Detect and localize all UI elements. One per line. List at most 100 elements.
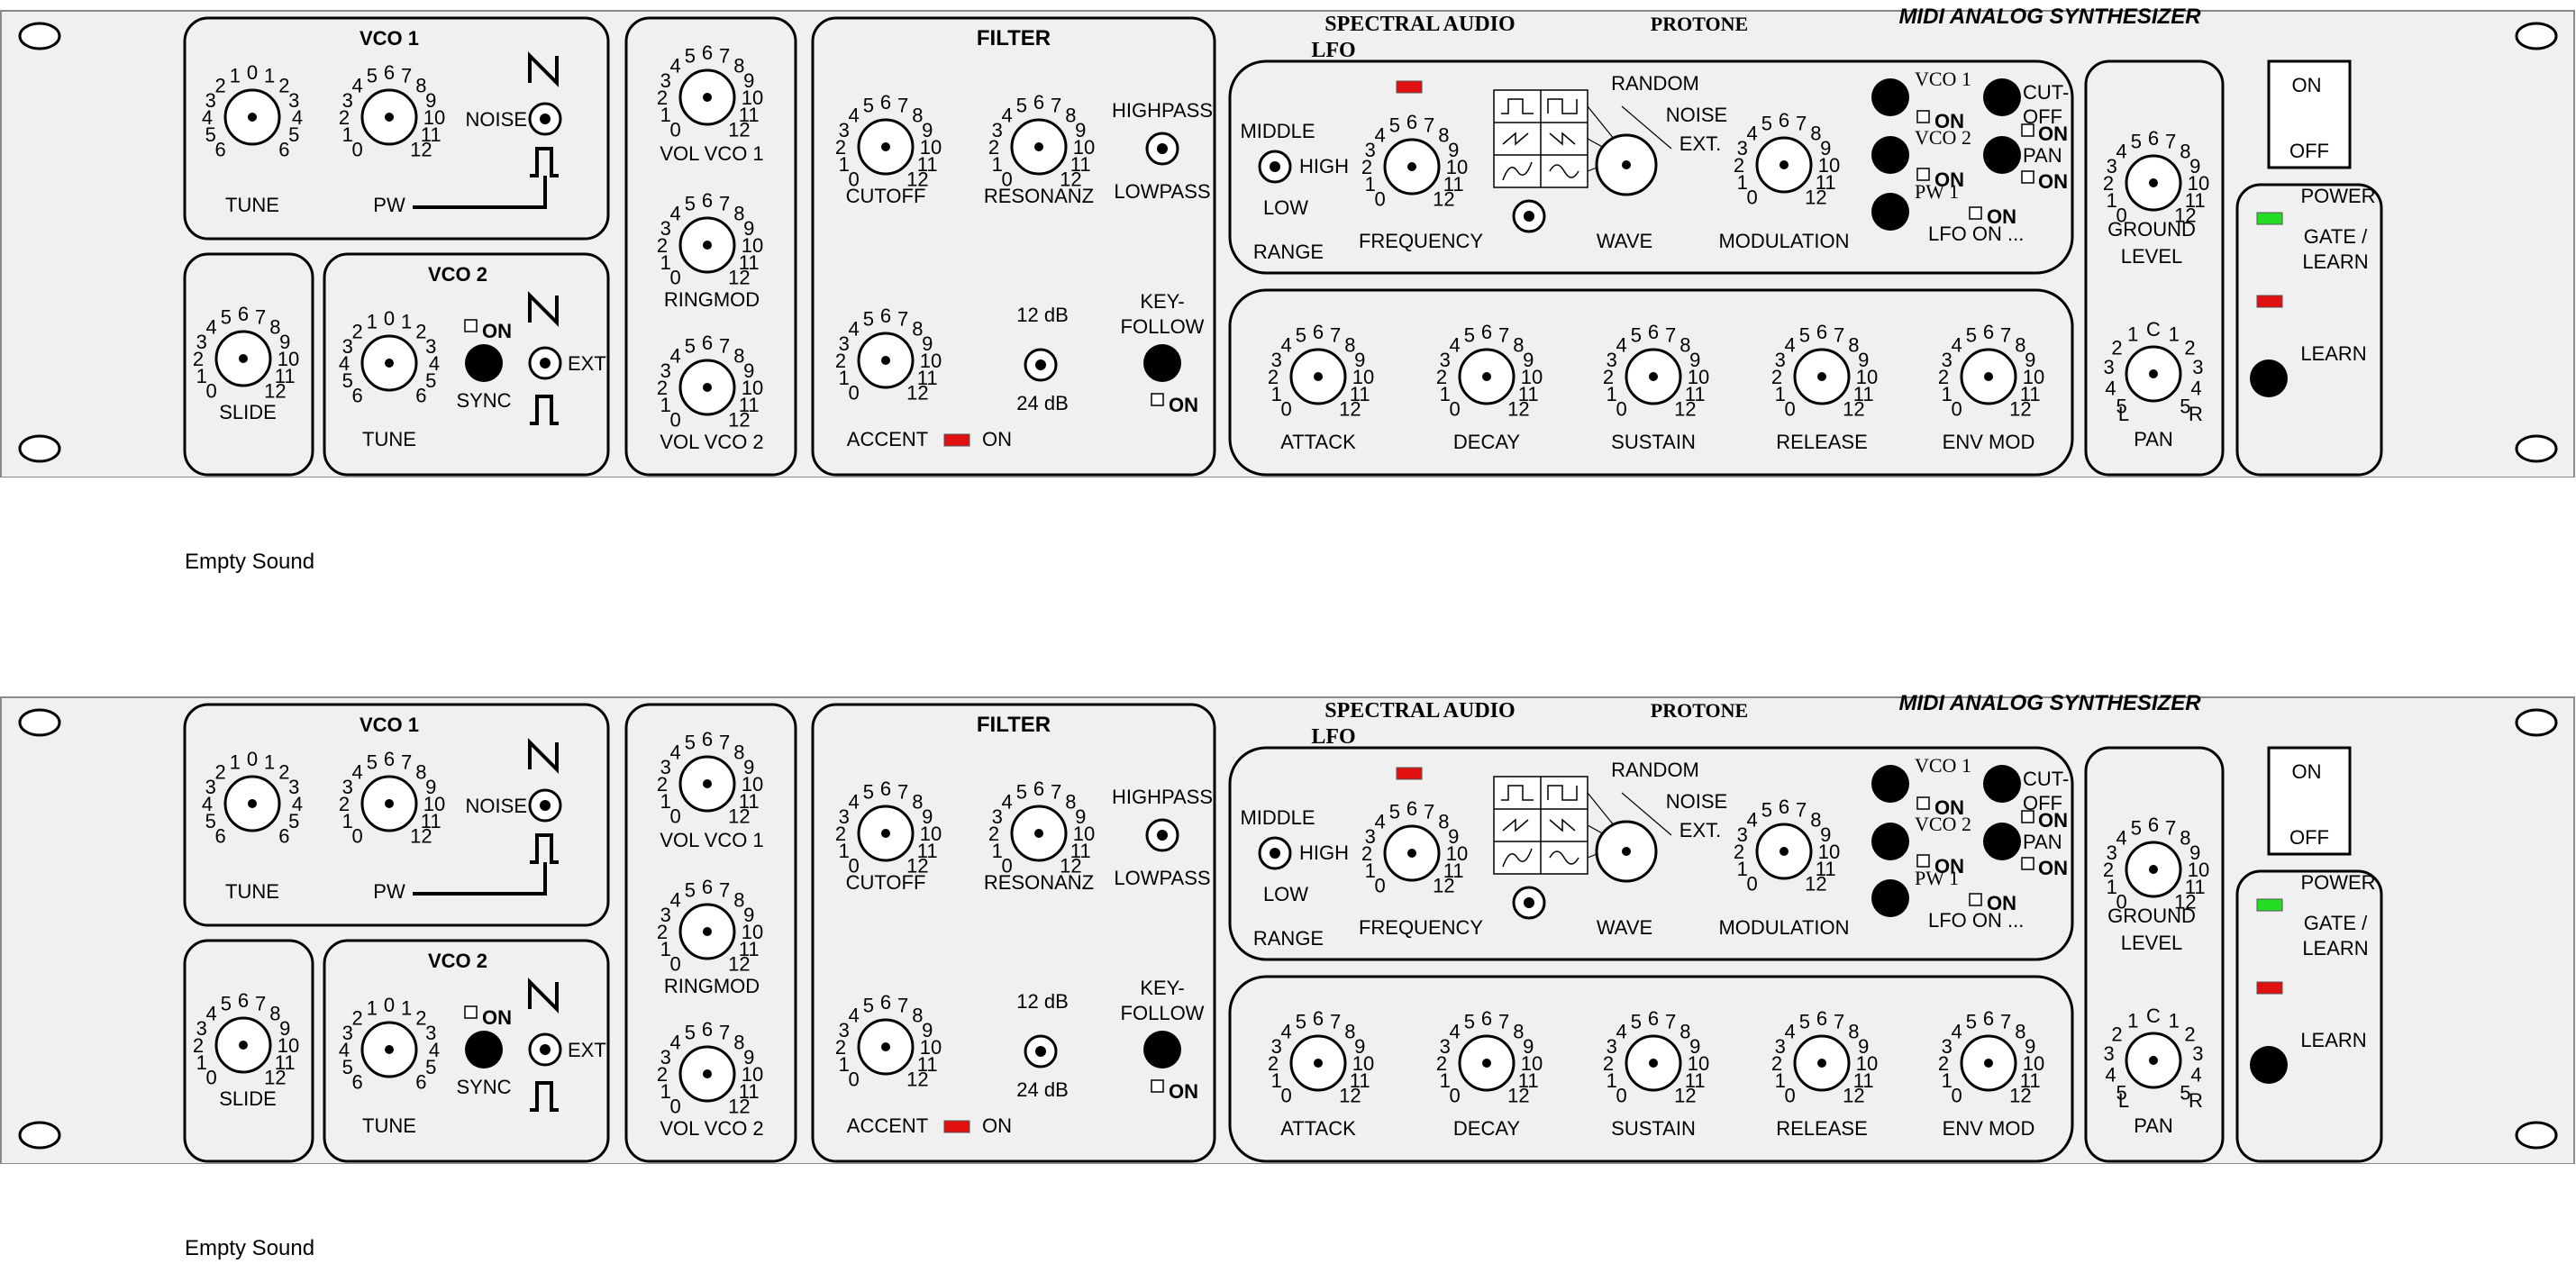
vco2-sync-button[interactable] [465,1031,503,1068]
lfo-pw1-button[interactable] [1871,193,1909,231]
knob-scale-mark: 3 [1607,1035,1617,1058]
pw-routing-line [413,176,547,209]
learn-button[interactable] [2250,1046,2288,1084]
knob-scale-mark: 8 [1065,791,1076,814]
knob-scale-mark: 6 [1481,1007,1492,1030]
knob-scale-mark: 11 [917,840,938,862]
knob-center-dot [1314,372,1323,381]
knob-scale-mark: 1 [401,311,412,333]
vco2-sync-button[interactable] [465,344,503,382]
jack-center-dot [1157,830,1168,841]
knob-scale-mark: 1 [992,153,1003,176]
lfo-vco2-on-checkbox[interactable] [1916,168,1930,181]
keyfollow-button[interactable] [1143,344,1181,382]
lfo-vco2-button[interactable] [1871,136,1909,174]
lfo-cutoff-on-checkbox[interactable] [2021,810,2034,823]
keyfollow-on-checkbox[interactable] [1151,1079,1164,1093]
lfo-waveform-grid [1493,89,1588,188]
knob-scale-mark: 6 [415,1070,426,1093]
knob-scale-mark: 2 [835,136,846,159]
knob-scale-mark: 10 [1521,1052,1543,1075]
knob-scale-mark: 0 [670,952,681,975]
lfo-vco1-button[interactable] [1871,765,1909,803]
power-switch[interactable] [2267,59,2352,169]
knob-scale-mark: 8 [2180,827,2190,850]
accent-label: ACCENT [847,428,928,450]
vco2-sync-on-checkbox[interactable] [464,1005,478,1019]
lfo-cutoff-button[interactable] [1983,78,2021,116]
lfo-cutoff-on-checkbox[interactable] [2021,123,2034,137]
learn-button[interactable] [2250,359,2288,397]
knob-scale-mark: 10 [2023,1052,2044,1075]
knob-scale-mark: 10 [1856,1052,1878,1075]
lfo-range-label: RANGE [1253,927,1324,950]
knob-scale-mark: 6 [352,1070,363,1093]
keyfollow-on-checkbox[interactable] [1151,393,1164,406]
lfo-wave-label: WAVE [1597,230,1652,252]
lfo-vco1-button[interactable] [1871,78,1909,116]
knob-scale-mark: 4 [1616,334,1627,357]
knob-scale-mark: 1 [1942,383,1952,405]
lfo-pan-button[interactable] [1983,823,2021,860]
power-switch[interactable] [2267,746,2352,856]
lfo-vco1-on-checkbox[interactable] [1916,796,1930,810]
lfo-pw1-button[interactable] [1871,879,1909,917]
lfo-pan-button[interactable] [1983,136,2021,174]
knob-scale-mark: 7 [897,995,908,1017]
knob-scale-mark: 1 [367,311,378,333]
lfo-pw1-on-checkbox[interactable] [1969,893,1982,906]
keyfollow-button[interactable] [1143,1031,1181,1068]
lfo-pan-on-checkbox[interactable] [2021,857,2034,870]
lfo-vco2-button[interactable] [1871,823,1909,860]
lfo-vco1-on-checkbox[interactable] [1916,110,1930,123]
vco2-sync-on-checkbox[interactable] [464,319,478,332]
lfo-vco2-on-checkbox[interactable] [1916,854,1930,868]
lfo-pan-on-checkbox[interactable] [2021,170,2034,184]
knob-scale-mark: 12 [728,266,750,288]
knob-scale-mark: 2 [657,234,668,257]
jack-center-dot [1157,143,1168,154]
lfo-pw1-on-checkbox[interactable] [1969,206,1982,220]
lfo-cutoff-button[interactable] [1983,765,2021,803]
power-label: POWER [2300,185,2375,207]
knob-scale-mark: 7 [255,306,266,329]
